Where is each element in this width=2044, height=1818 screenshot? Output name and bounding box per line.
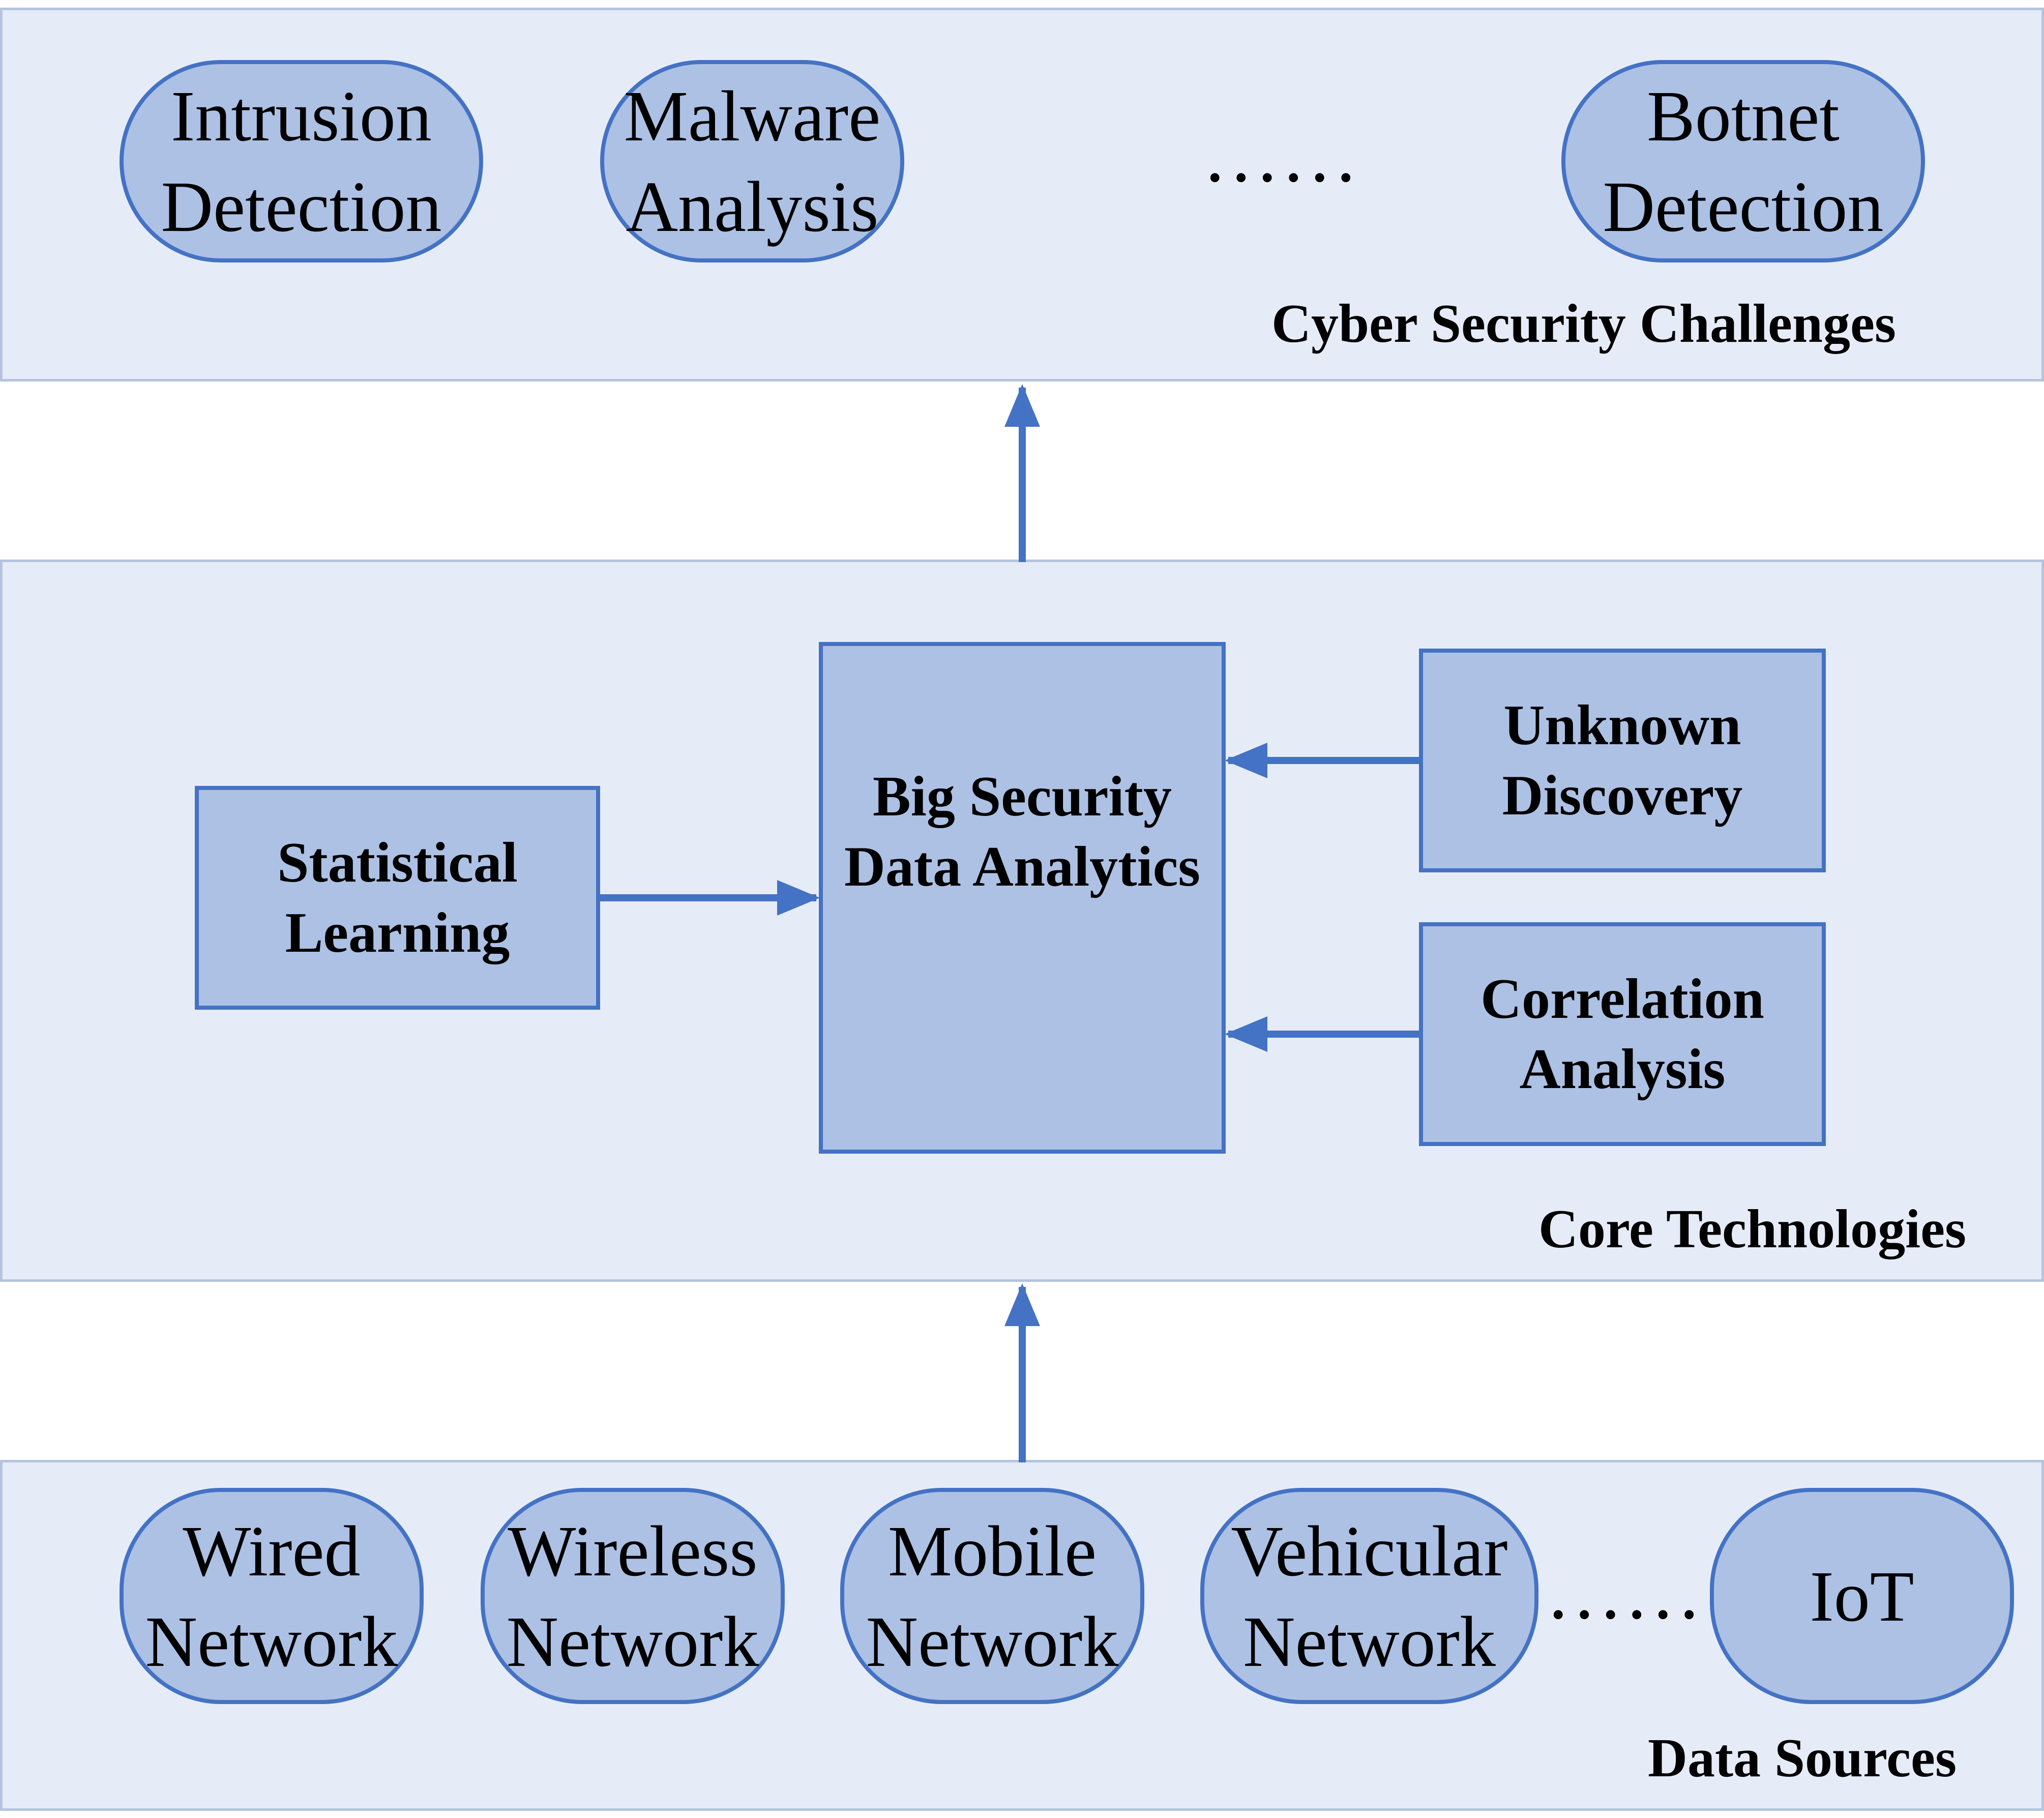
challenges-layer-label: Cyber Security Challenges bbox=[1271, 294, 1896, 354]
challenge-malware-analysis: Malware Analysis bbox=[600, 60, 904, 262]
challenge-botnet-detection: Botnet Detection bbox=[1561, 60, 1925, 262]
source-wireless-network: Wireless Network bbox=[481, 1488, 785, 1704]
source-wired-network: Wired Network bbox=[120, 1488, 424, 1704]
sources-ellipsis: ...... bbox=[1549, 1550, 1706, 1635]
source-mobile-network: Mobile Network bbox=[840, 1488, 1144, 1704]
source-iot: IoT bbox=[1710, 1488, 2014, 1704]
core-technologies-layer-label: Core Technologies bbox=[1538, 1199, 1967, 1259]
challenges-ellipsis: ...... bbox=[1205, 113, 1362, 198]
unknown-discovery-box: Unknown Discovery bbox=[1419, 649, 1826, 872]
big-security-data-analytics-box: Big Security Data Analytics bbox=[819, 642, 1226, 1154]
correlation-analysis-box: Correlation Analysis bbox=[1419, 922, 1826, 1146]
challenge-intrusion-detection: Intrusion Detection bbox=[120, 60, 483, 262]
data-sources-layer-label: Data Sources bbox=[1648, 1728, 1957, 1788]
statistical-learning-box: Statistical Learning bbox=[195, 786, 600, 1010]
source-vehicular-network: Vehicular Network bbox=[1200, 1488, 1538, 1704]
